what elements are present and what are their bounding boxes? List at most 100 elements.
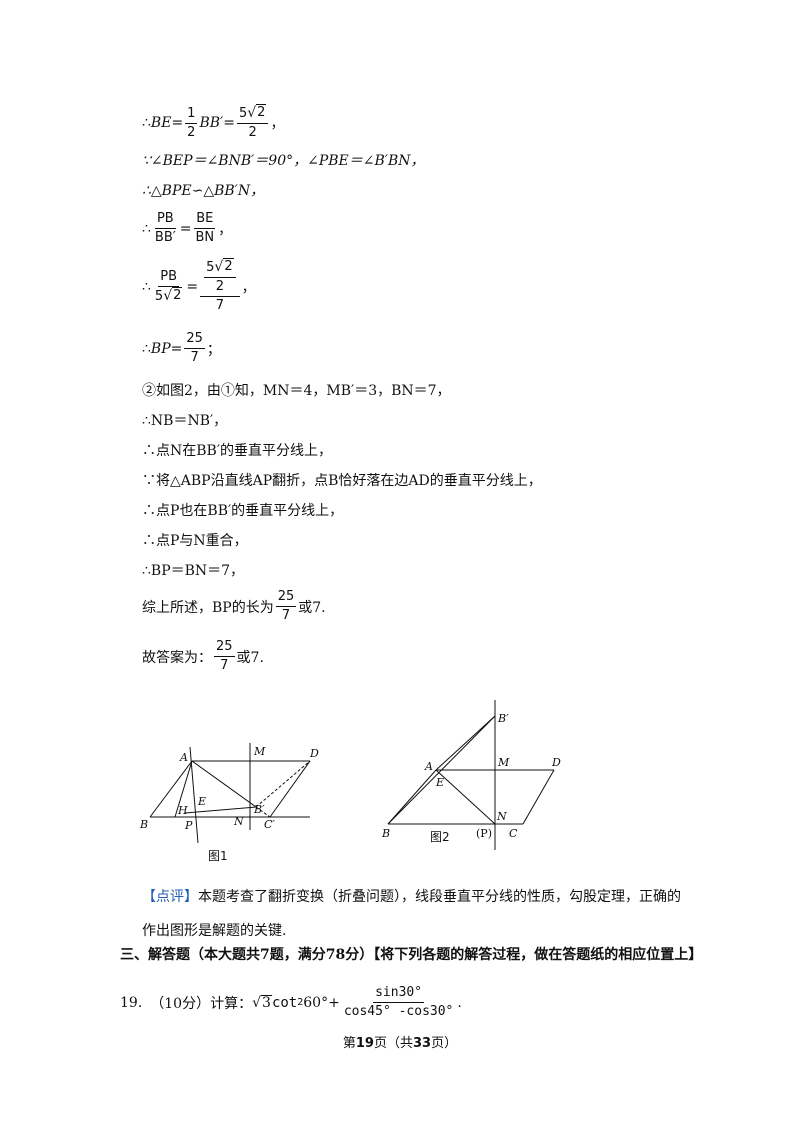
numerator: 1 — [185, 105, 198, 124]
fraction: 1 2 — [185, 105, 198, 142]
fraction: PB 5√2 — [153, 268, 184, 306]
text: ， — [241, 279, 256, 296]
text: 或7. — [236, 649, 264, 666]
question-score: （10分）计算： — [150, 995, 253, 1012]
sqrt: √3 — [252, 994, 272, 1011]
therefore-symbol: ∴ — [142, 220, 151, 237]
solution-line-7: ②如图2，由①知，MN＝4，MB′＝3，BN＝7， — [142, 380, 451, 400]
answer-line: 故答案为： 25 7 或7. — [142, 638, 264, 675]
text: 综上所述，BP的长为 — [142, 599, 274, 616]
denominator: BN — [195, 230, 215, 245]
equals: = — [179, 220, 192, 237]
text: 故答案为： — [142, 649, 212, 666]
label-D: D — [309, 747, 319, 760]
solution-line-4: ∴ PB BB′ = BE BN ， — [142, 210, 232, 247]
denominator: 2 — [187, 124, 196, 140]
radicand: 2 — [256, 104, 267, 120]
label-B: B — [139, 818, 148, 831]
text: BB′ — [199, 115, 224, 131]
denominator: 2 — [248, 125, 257, 140]
denominator: cos45° -cos30° — [343, 1004, 454, 1019]
sqrt: √2 — [214, 258, 234, 275]
figure-1-caption: 图1 — [208, 849, 228, 863]
solution-line-9: ∴点N在BB′的垂直平分线上， — [142, 440, 332, 460]
solution-line-13: ∴BP＝BN＝7， — [142, 560, 244, 580]
radicand: 2 — [172, 286, 183, 303]
equals: = — [186, 278, 199, 295]
therefore-symbol: ∴ — [142, 278, 151, 295]
comment-text: 本题考查了翻折变换（折叠问题），线段垂直平分线的性质，勾股定理，正确的作出图形是… — [142, 889, 681, 939]
section-title: 三、解答题（本大题共7题，满分78分）【将下列各题的解答过程，做在答题纸的相应位… — [120, 947, 703, 963]
label-B-prime: B′ — [497, 712, 509, 725]
denominator: 7 — [215, 298, 225, 313]
text: ∵∠BEP＝∠BNB′＝90°，∠PBE＝∠B′BN， — [142, 153, 425, 169]
page-footer: 第19页（共33页） — [0, 1032, 800, 1051]
numerator: 5√2 2 — [200, 258, 240, 297]
page-number: 19 — [355, 1036, 374, 1051]
text: ∵将△ABP沿直线AP翻折，点B恰好落在边AD的垂直平分线上， — [142, 473, 542, 489]
text: ∴点N在BB′的垂直平分线上， — [142, 443, 333, 459]
label-H: H — [177, 804, 188, 817]
question-number: 19. — [120, 994, 143, 1011]
text: ， — [218, 221, 233, 238]
text: = — [223, 115, 235, 131]
denominator: 7 — [220, 658, 229, 673]
denominator: 7 — [190, 350, 199, 365]
numerator: 5√2 — [236, 104, 269, 124]
text: 页） — [431, 1036, 458, 1051]
comment-tag: 【点评】 — [142, 889, 198, 905]
fraction: 25 7 — [184, 330, 205, 367]
fraction: BE BN — [193, 210, 216, 247]
inner-denominator: 2 — [215, 279, 225, 294]
denominator: BB′ — [154, 230, 176, 245]
label-N: N — [496, 810, 507, 823]
label-P: P — [184, 819, 193, 832]
therefore-symbol: ∴ — [142, 115, 151, 131]
solution-line-8: ∴NB＝NB′， — [142, 410, 227, 430]
text: BE — [150, 115, 172, 131]
numerator: PB — [158, 268, 180, 287]
denominator: 5√2 — [153, 286, 184, 306]
denominator: 7 — [281, 608, 291, 623]
solution-line-12: ∴点P与N重合， — [142, 530, 248, 550]
numerator: sin30° — [373, 984, 425, 1003]
text: 或7. — [298, 599, 326, 616]
fraction: 25 7 — [275, 588, 297, 625]
text: . — [457, 994, 462, 1011]
figure-2-caption: 图2 — [430, 830, 450, 844]
sqrt: √2 — [247, 104, 267, 121]
label-N: N — [233, 815, 244, 828]
fraction: 5√2 2 — [236, 104, 269, 142]
sqrt: √2 — [163, 286, 183, 304]
solution-line-5: ∴ PB 5√2 = 5√2 2 7 ， — [142, 258, 256, 315]
text: BP — [150, 340, 171, 357]
solution-line-10: ∵将△ABP沿直线AP翻折，点B恰好落在边AD的垂直平分线上， — [142, 470, 542, 490]
text: ∴NB＝NB′， — [142, 413, 228, 429]
inner-fraction: 5√2 2 — [204, 258, 236, 296]
numerator: BE — [194, 210, 216, 229]
label-C: C — [509, 827, 518, 840]
text: ∴点P与N重合， — [142, 533, 248, 549]
exponent: 2 — [297, 997, 304, 1008]
figure-1: A M D H E B′ B P N C′ 图1 — [139, 743, 319, 863]
label-B: B — [381, 827, 390, 840]
cot-function: cot — [271, 994, 298, 1011]
solution-line-3: ∴△BPE∽△BB′N， — [142, 180, 264, 200]
text: 第 — [342, 1036, 356, 1051]
solution-summary: 综上所述，BP的长为 25 7 或7. — [142, 588, 326, 625]
label-A: A — [424, 760, 433, 773]
label-B-prime: B′ — [253, 803, 265, 816]
figure-2: B′ A M D E N B (P) C 图2 — [381, 700, 561, 850]
fraction: PB BB′ — [153, 210, 178, 247]
radicand: 3 — [261, 994, 272, 1011]
solution-line-2: ∵∠BEP＝∠BNB′＝90°，∠PBE＝∠B′BN， — [142, 150, 425, 170]
fraction: 25 7 — [214, 638, 235, 675]
label-E: E — [197, 795, 206, 808]
coefficient: 5 — [238, 106, 248, 121]
label-M: M — [253, 745, 266, 758]
total-pages: 33 — [413, 1036, 432, 1051]
label-C-prime: C′ — [264, 818, 275, 831]
coefficient: 5 — [206, 260, 215, 275]
label-D: D — [551, 756, 561, 769]
